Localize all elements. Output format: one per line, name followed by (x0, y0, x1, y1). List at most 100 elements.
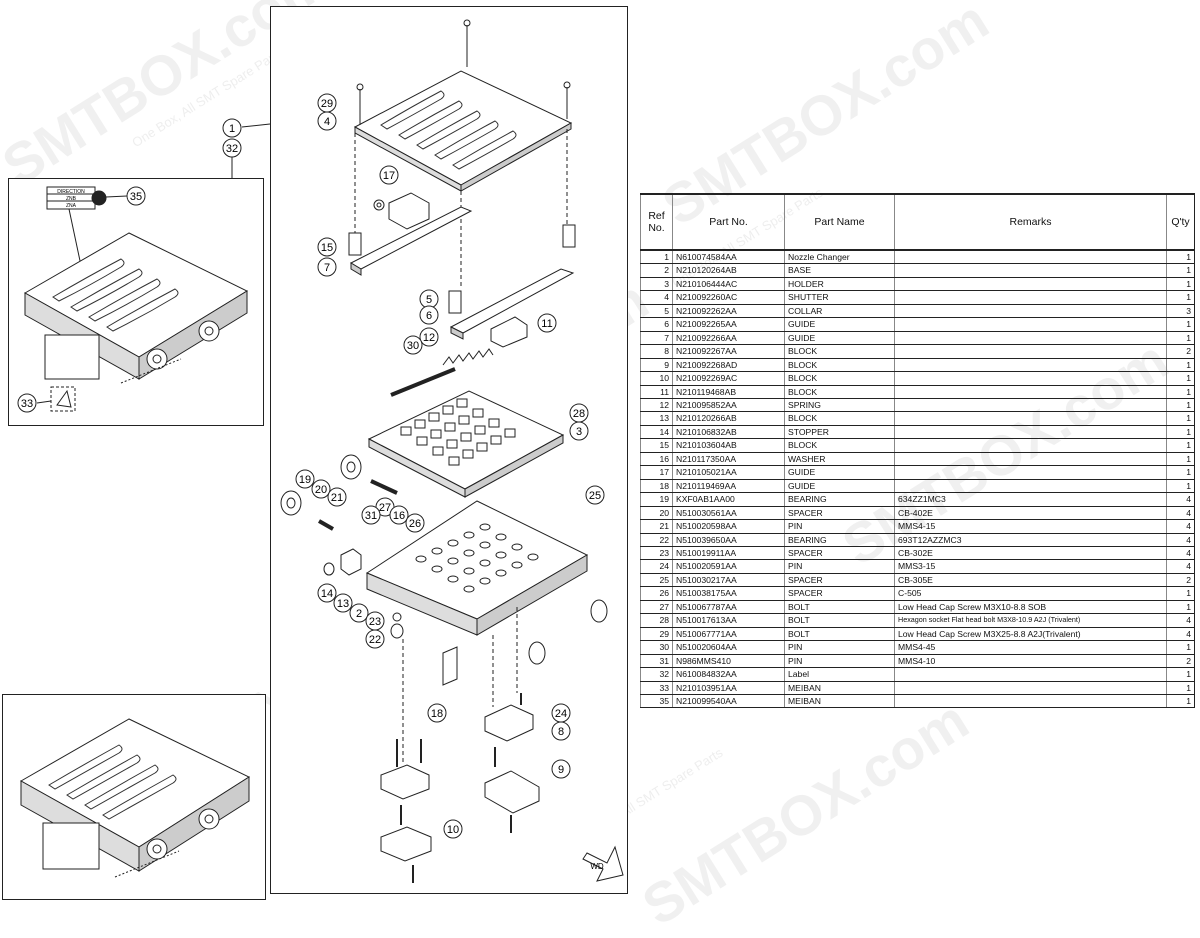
qty-cell: 1 (1166, 694, 1195, 709)
qty-cell: 4 (1166, 506, 1195, 521)
part-name-cell: STOPPER (784, 425, 895, 440)
part-no-cell: N210092262AA (672, 304, 785, 319)
remarks-cell: CB-305E (894, 573, 1167, 588)
callout-number: 25 (589, 490, 601, 502)
callout-number: 13 (337, 598, 349, 610)
header-part-name: Part Name (784, 193, 895, 251)
callout-circle (419, 305, 439, 325)
part-no-cell: N510030217AA (672, 573, 785, 588)
part-no-cell: N210105021AA (672, 465, 785, 480)
callout-number: 31 (365, 510, 377, 522)
callout-circle (126, 186, 146, 206)
callout-circle (317, 257, 337, 277)
part-no-cell: N210092265AA (672, 317, 785, 332)
qty-cell: 1 (1166, 317, 1195, 332)
callout-number: 30 (407, 340, 419, 352)
qty-cell: 1 (1166, 586, 1195, 601)
callout-number: 3 (576, 426, 582, 438)
ref-cell: 18 (640, 479, 673, 494)
part-name-cell: MEIBAN (784, 694, 895, 709)
part-name-cell: HOLDER (784, 277, 895, 292)
part-name-cell: BEARING (784, 533, 895, 547)
part-no-cell: N210120266AB (672, 411, 785, 426)
part-name-cell: GUIDE (784, 479, 895, 494)
qty-cell: 1 (1166, 290, 1195, 305)
callout-number: 26 (409, 518, 421, 530)
callout-circle (222, 118, 242, 138)
callout-circle (365, 629, 385, 649)
callout-number: 4 (324, 116, 330, 128)
remarks-cell (894, 371, 1167, 386)
part-name-cell: PIN (784, 559, 895, 574)
callout-number: 14 (321, 588, 333, 600)
callout-number: 8 (558, 726, 564, 738)
ref-cell: 31 (640, 654, 673, 669)
part-name-cell: GUIDE (784, 317, 895, 332)
qty-cell: 1 (1166, 358, 1195, 373)
callout-circle (551, 721, 571, 741)
qty-cell: 1 (1166, 667, 1195, 682)
remarks-cell: MMS4-15 (894, 519, 1167, 534)
part-no-cell: N510020604AA (672, 640, 785, 655)
part-no-cell: N210106444AC (672, 277, 785, 292)
ref-cell: 9 (640, 358, 673, 373)
qty-cell: 1 (1166, 640, 1195, 655)
part-name-cell: SPACER (784, 573, 895, 588)
ref-cell: 28 (640, 613, 673, 628)
callout-number: 6 (426, 310, 432, 322)
part-no-cell: N510030561AA (672, 506, 785, 521)
remarks-cell (894, 304, 1167, 319)
part-name-cell: BOLT (784, 613, 895, 628)
callout-number: 29 (321, 98, 333, 110)
callout-circle (327, 487, 347, 507)
part-name-cell: BLOCK (784, 385, 895, 400)
qty-cell: 1 (1166, 411, 1195, 426)
part-name-cell: Label (784, 667, 895, 682)
remarks-cell (894, 479, 1167, 494)
remarks-cell (894, 331, 1167, 346)
part-no-cell: N510017613AA (672, 613, 785, 628)
ref-cell: 21 (640, 519, 673, 534)
part-no-cell: N510039650AA (672, 533, 785, 547)
header-remarks: Remarks (894, 193, 1167, 251)
ref-cell: 11 (640, 385, 673, 400)
part-no-cell: N210095852AA (672, 398, 785, 413)
qty-cell: 4 (1166, 613, 1195, 628)
ref-cell: 22 (640, 533, 673, 547)
part-name-cell: BLOCK (784, 344, 895, 359)
part-name-cell: BLOCK (784, 371, 895, 386)
qty-cell: 4 (1166, 546, 1195, 561)
part-no-cell: N210099540AA (672, 694, 785, 709)
callout-number: 28 (573, 408, 585, 420)
part-no-cell: N210092260AC (672, 290, 785, 305)
callout-number: 11 (541, 318, 552, 330)
callout-number: 18 (431, 708, 443, 720)
remarks-cell (894, 438, 1167, 453)
ref-cell: 5 (640, 304, 673, 319)
direction-arrow-marker: WD (582, 845, 624, 882)
remarks-cell (894, 465, 1167, 480)
part-name-cell: BEARING (784, 492, 895, 507)
part-no-cell: N210119468AB (672, 385, 785, 400)
svg-text:WD: WD (590, 862, 604, 871)
part-no-cell: N210092267AA (672, 344, 785, 359)
part-no-cell: N210092269AC (672, 371, 785, 386)
remarks-cell (894, 667, 1167, 682)
ref-cell: 1 (640, 250, 673, 265)
